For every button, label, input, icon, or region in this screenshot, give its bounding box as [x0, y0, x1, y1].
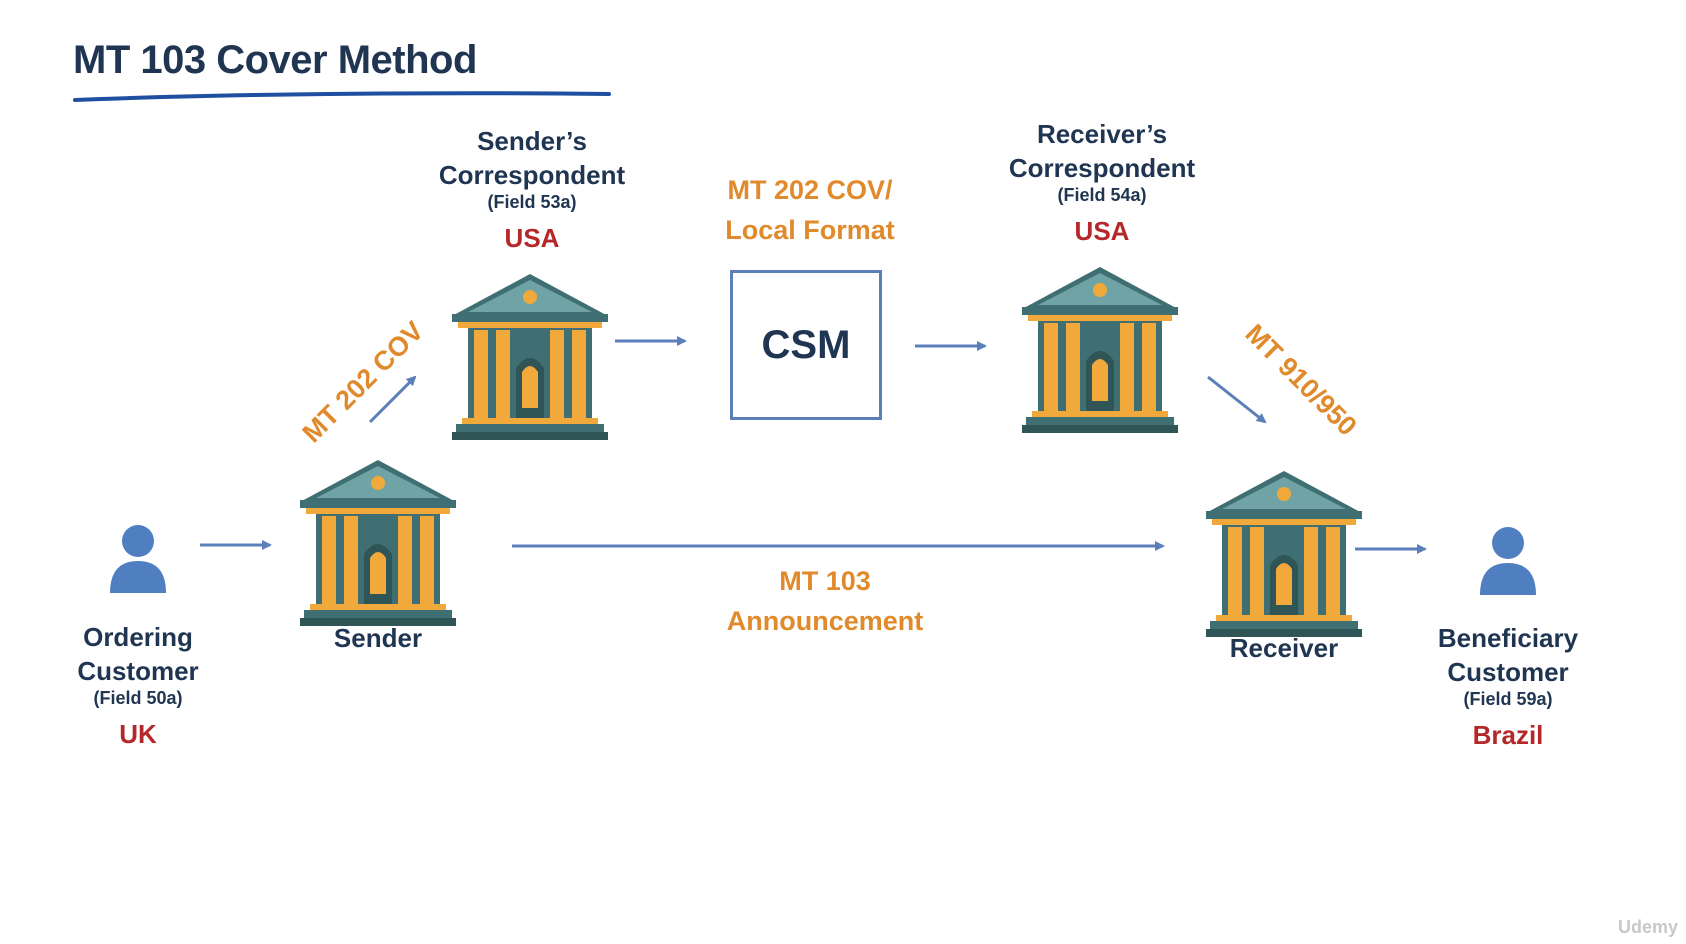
ordering-customer-country: UK	[119, 719, 157, 749]
receiver-correspondent-name-2: Correspondent	[1008, 153, 1196, 183]
receiver-correspondent-label-group: Receiver’s Correspondent (Field 54a) USA	[982, 117, 1222, 247]
ordering-customer-icon	[110, 525, 166, 593]
ordering-customer-field: (Field 50a)	[93, 688, 183, 708]
receiver-correspondent-country: USA	[1074, 216, 1130, 246]
arrow-receiver-correspondent-to-receiver	[1207, 375, 1267, 424]
sender-correspondent-field: (Field 53a)	[487, 192, 577, 212]
beneficiary-customer-country: Brazil	[1472, 720, 1544, 750]
beneficiary-customer-field: (Field 59a)	[1463, 689, 1553, 709]
sender-correspondent-label-group: Sender’s Correspondent (Field 53a) USA	[412, 124, 652, 254]
mt103-line-1: MT 103	[779, 566, 871, 596]
sender-label: Sender	[333, 623, 423, 653]
receiver-label: Receiver	[1229, 633, 1339, 663]
receiver-bank-icon	[1206, 471, 1362, 637]
arrow-sender-to-sender-correspondent	[368, 375, 417, 424]
beneficiary-customer-icon	[1480, 527, 1536, 595]
beneficiary-customer-name-1: Beneficiary	[1437, 623, 1579, 653]
cov-local-format-group: MT 202 COV/ Local Format	[690, 170, 930, 250]
title-underline	[73, 91, 611, 102]
cov-local-line-2: Local Format	[725, 215, 895, 245]
ordering-customer-label-group: Ordering Customer (Field 50a) UK	[48, 620, 228, 750]
mt103-line-2: Announcement	[726, 606, 924, 636]
sender-correspondent-name-1: Sender’s	[477, 126, 587, 156]
mt103-announcement-group: MT 103 Announcement	[700, 561, 950, 641]
receiver-correspondent-name-1: Receiver’s	[1036, 119, 1168, 149]
csm-label: CSM	[761, 322, 851, 367]
sender-correspondent-bank-icon	[452, 274, 608, 440]
beneficiary-customer-label-group: Beneficiary Customer (Field 59a) Brazil	[1418, 621, 1598, 751]
watermark-logo: Udemy	[1617, 917, 1678, 937]
sender-bank-icon	[300, 460, 456, 626]
beneficiary-customer-name-2: Customer	[1447, 657, 1569, 687]
ordering-customer-name-1: Ordering	[83, 622, 193, 652]
receiver-correspondent-field: (Field 54a)	[1057, 185, 1147, 205]
sender-correspondent-name-2: Correspondent	[438, 160, 626, 190]
sender-correspondent-country: USA	[504, 223, 560, 253]
cov-local-line-1: MT 202 COV/	[727, 175, 893, 205]
ordering-customer-name-2: Customer	[77, 656, 199, 686]
page-title: MT 103 Cover Method	[73, 38, 477, 82]
csm-box: CSM	[730, 270, 882, 420]
receiver-correspondent-bank-icon	[1022, 267, 1178, 433]
